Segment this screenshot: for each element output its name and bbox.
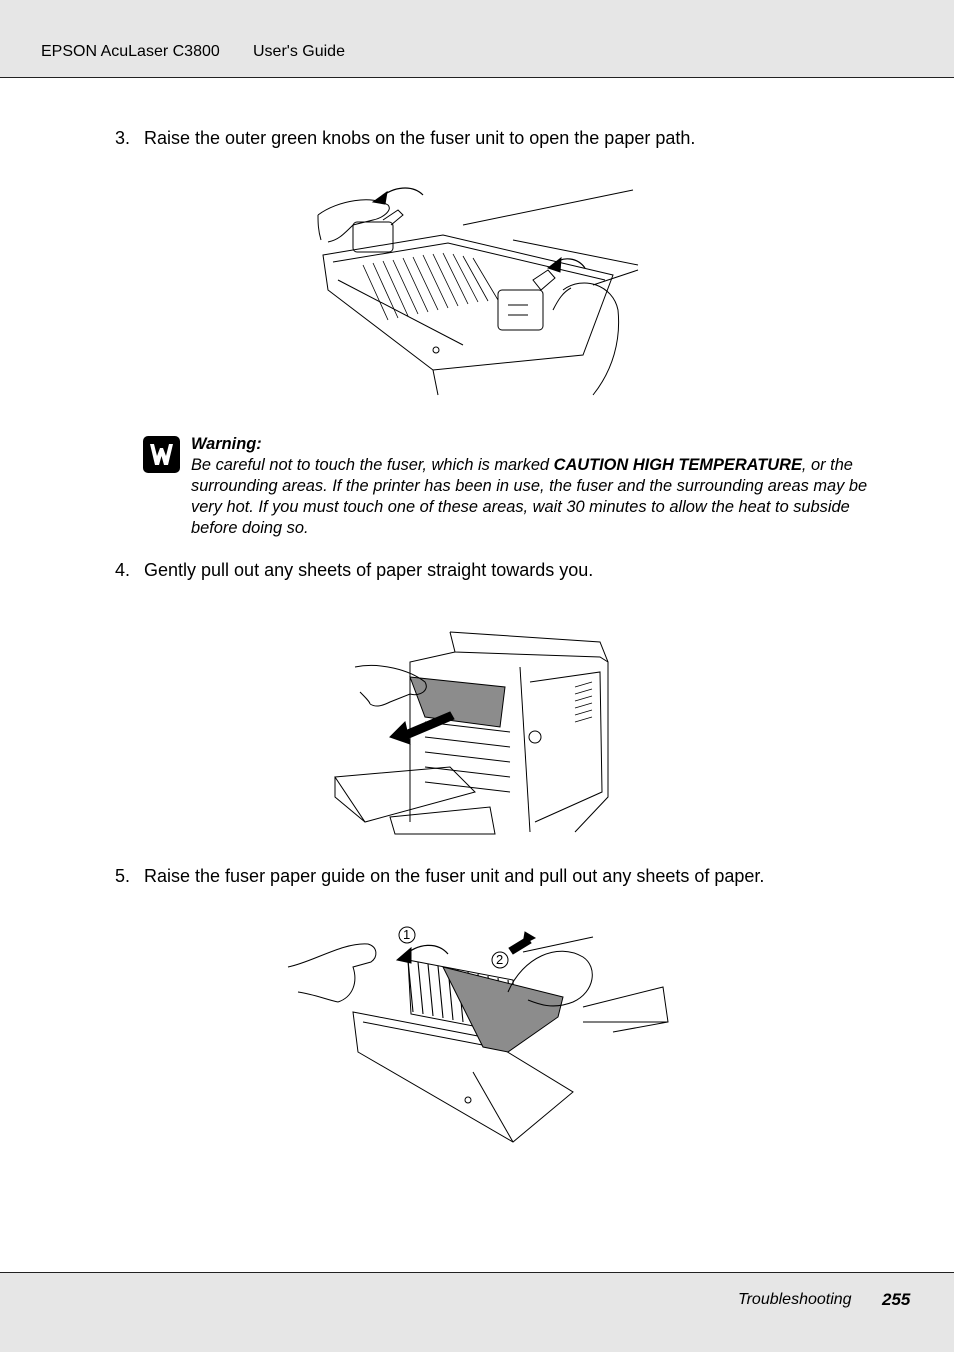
page-header: EPSON AcuLaser C3800 User's Guide	[0, 0, 954, 78]
callout-2: 2	[496, 952, 504, 967]
fuser-knobs-illustration	[313, 180, 643, 405]
product-name: EPSON AcuLaser C3800	[41, 43, 220, 60]
warning-note: Warning: Be careful not to touch the fus…	[191, 434, 881, 539]
warning-text-after: , or the surrounding areas. If the print…	[191, 456, 868, 537]
warning-text-before: Be careful not to touch the fuser, which…	[191, 456, 554, 474]
step-number: 5.	[115, 866, 131, 886]
guide-name: User's Guide	[253, 43, 345, 60]
pull-paper-illustration	[330, 622, 615, 837]
fuser-guide-illustration: 1 2	[283, 922, 673, 1152]
step-text: Raise the fuser paper guide on the fuser…	[144, 866, 765, 886]
page-footer: Troubleshooting 255	[0, 1272, 954, 1352]
callout-1: 1	[403, 927, 411, 942]
step-number: 4.	[115, 560, 131, 580]
warning-text-bold: CAUTION HIGH TEMPERATURE	[553, 456, 802, 474]
warning-icon	[143, 436, 180, 473]
step-text: Raise the outer green knobs on the fuser…	[144, 128, 696, 148]
footer-section: Troubleshooting	[738, 1291, 852, 1308]
page-number: 255	[882, 1290, 911, 1309]
warning-title: Warning:	[191, 435, 262, 453]
step-text: Gently pull out any sheets of paper stra…	[144, 560, 594, 580]
step-number: 3.	[115, 128, 131, 148]
